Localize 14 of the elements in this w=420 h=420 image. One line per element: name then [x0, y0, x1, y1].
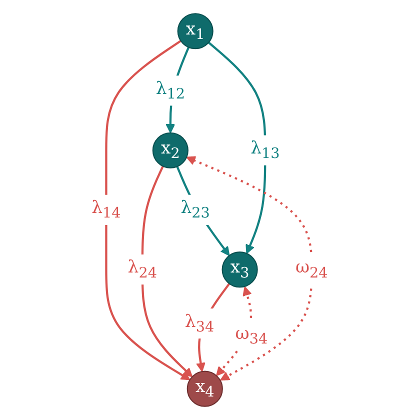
- node-circle: x$_{4}$: [187, 370, 224, 407]
- edge-label: λ$_{34}$: [185, 310, 214, 336]
- edge-label: λ$_{14}$: [92, 196, 122, 222]
- node-circle: x$_{2}$: [152, 132, 189, 168]
- arrow: [186, 156, 313, 381]
- node-circle: x$_{1}$: [178, 13, 214, 50]
- edge-label: ω$_{24}$: [296, 256, 328, 282]
- edge-label: λ$_{12}$: [156, 78, 186, 103]
- arrow: [176, 166, 230, 256]
- edge-label: λ$_{13}$: [250, 137, 280, 162]
- edge-label: λ$_{23}$: [181, 196, 210, 222]
- node-circle: x$_{3}$: [222, 252, 258, 288]
- edge-label: λ$_{24}$: [128, 256, 158, 282]
- edge-label: ω$_{34}$: [236, 322, 268, 348]
